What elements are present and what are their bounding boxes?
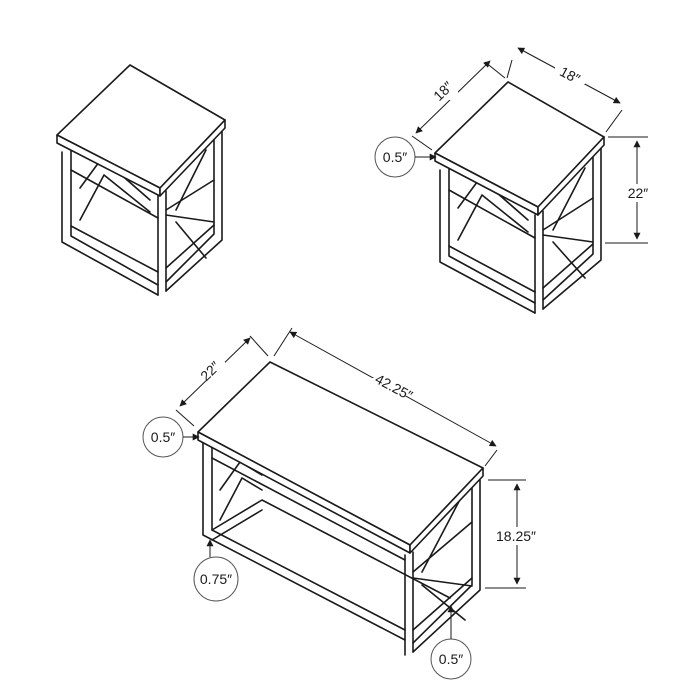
coffee-table-length-label: 42.25″	[373, 371, 416, 404]
coffee-table-length-dimension: 42.25″	[273, 327, 498, 467]
coffee-table-top-thickness-label: 0.5″	[151, 429, 175, 445]
end-table-height-label: 22″	[628, 185, 649, 201]
coffee-table-height-label: 18.25″	[496, 528, 536, 544]
coffee-table-depth-dimension: 22″	[175, 335, 269, 427]
coffee-table-shelf-thickness-callout: 0.5″	[430, 605, 472, 680]
end-table-height-dimension: 22″	[605, 136, 654, 244]
coffee-table-leg-size-label: 0.75″	[200, 571, 232, 587]
end-table-width-dimension: 18″	[506, 47, 623, 133]
coffee-table-top-thickness-callout: 0.5″	[142, 416, 200, 458]
coffee-table-depth-label: 22″	[197, 358, 223, 384]
end-table-depth-dimension: 18″	[411, 60, 506, 151]
end-table-plain	[56, 64, 226, 296]
coffee-table-leg-size-callout: 0.75″	[193, 539, 239, 602]
coffee-table-height-dimension: 18.25″	[485, 479, 542, 589]
end-table-top-thickness-label: 0.5″	[383, 149, 407, 165]
coffee-table	[197, 361, 484, 656]
end-table-depth-label: 18″	[430, 78, 456, 104]
coffee-table-shelf-thickness-label: 0.5″	[439, 651, 463, 667]
end-table-dimensioned	[434, 81, 605, 314]
end-table-top-thickness-callout: 0.5″	[374, 136, 437, 178]
